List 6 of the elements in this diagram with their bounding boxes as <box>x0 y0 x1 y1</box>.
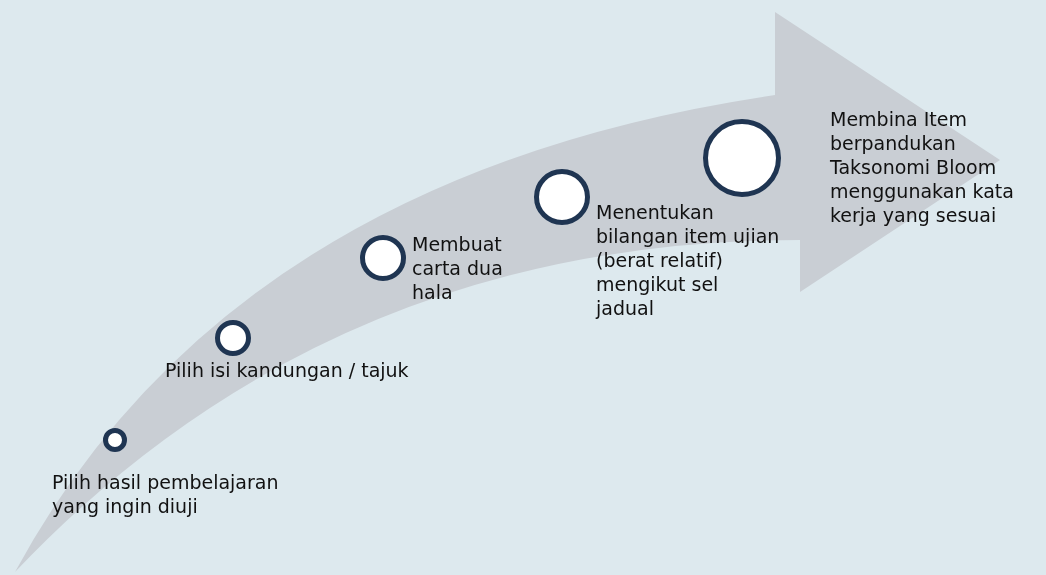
step-label: Membina Item berpandukan Taksonomi Bloom menggunakan kata kerja yang sesuai <box>830 107 1015 227</box>
step-label: Menentukan bilangan item ujian (berat relatif) mengikut sel jadual <box>596 200 781 320</box>
step-label: Membuat carta dua hala <box>412 232 504 304</box>
step-label: Pilih isi kandungan / tajuk <box>165 358 410 382</box>
step-label: Pilih hasil pembelajaran yang ingin diuji <box>52 470 280 518</box>
step-circle <box>103 428 127 452</box>
